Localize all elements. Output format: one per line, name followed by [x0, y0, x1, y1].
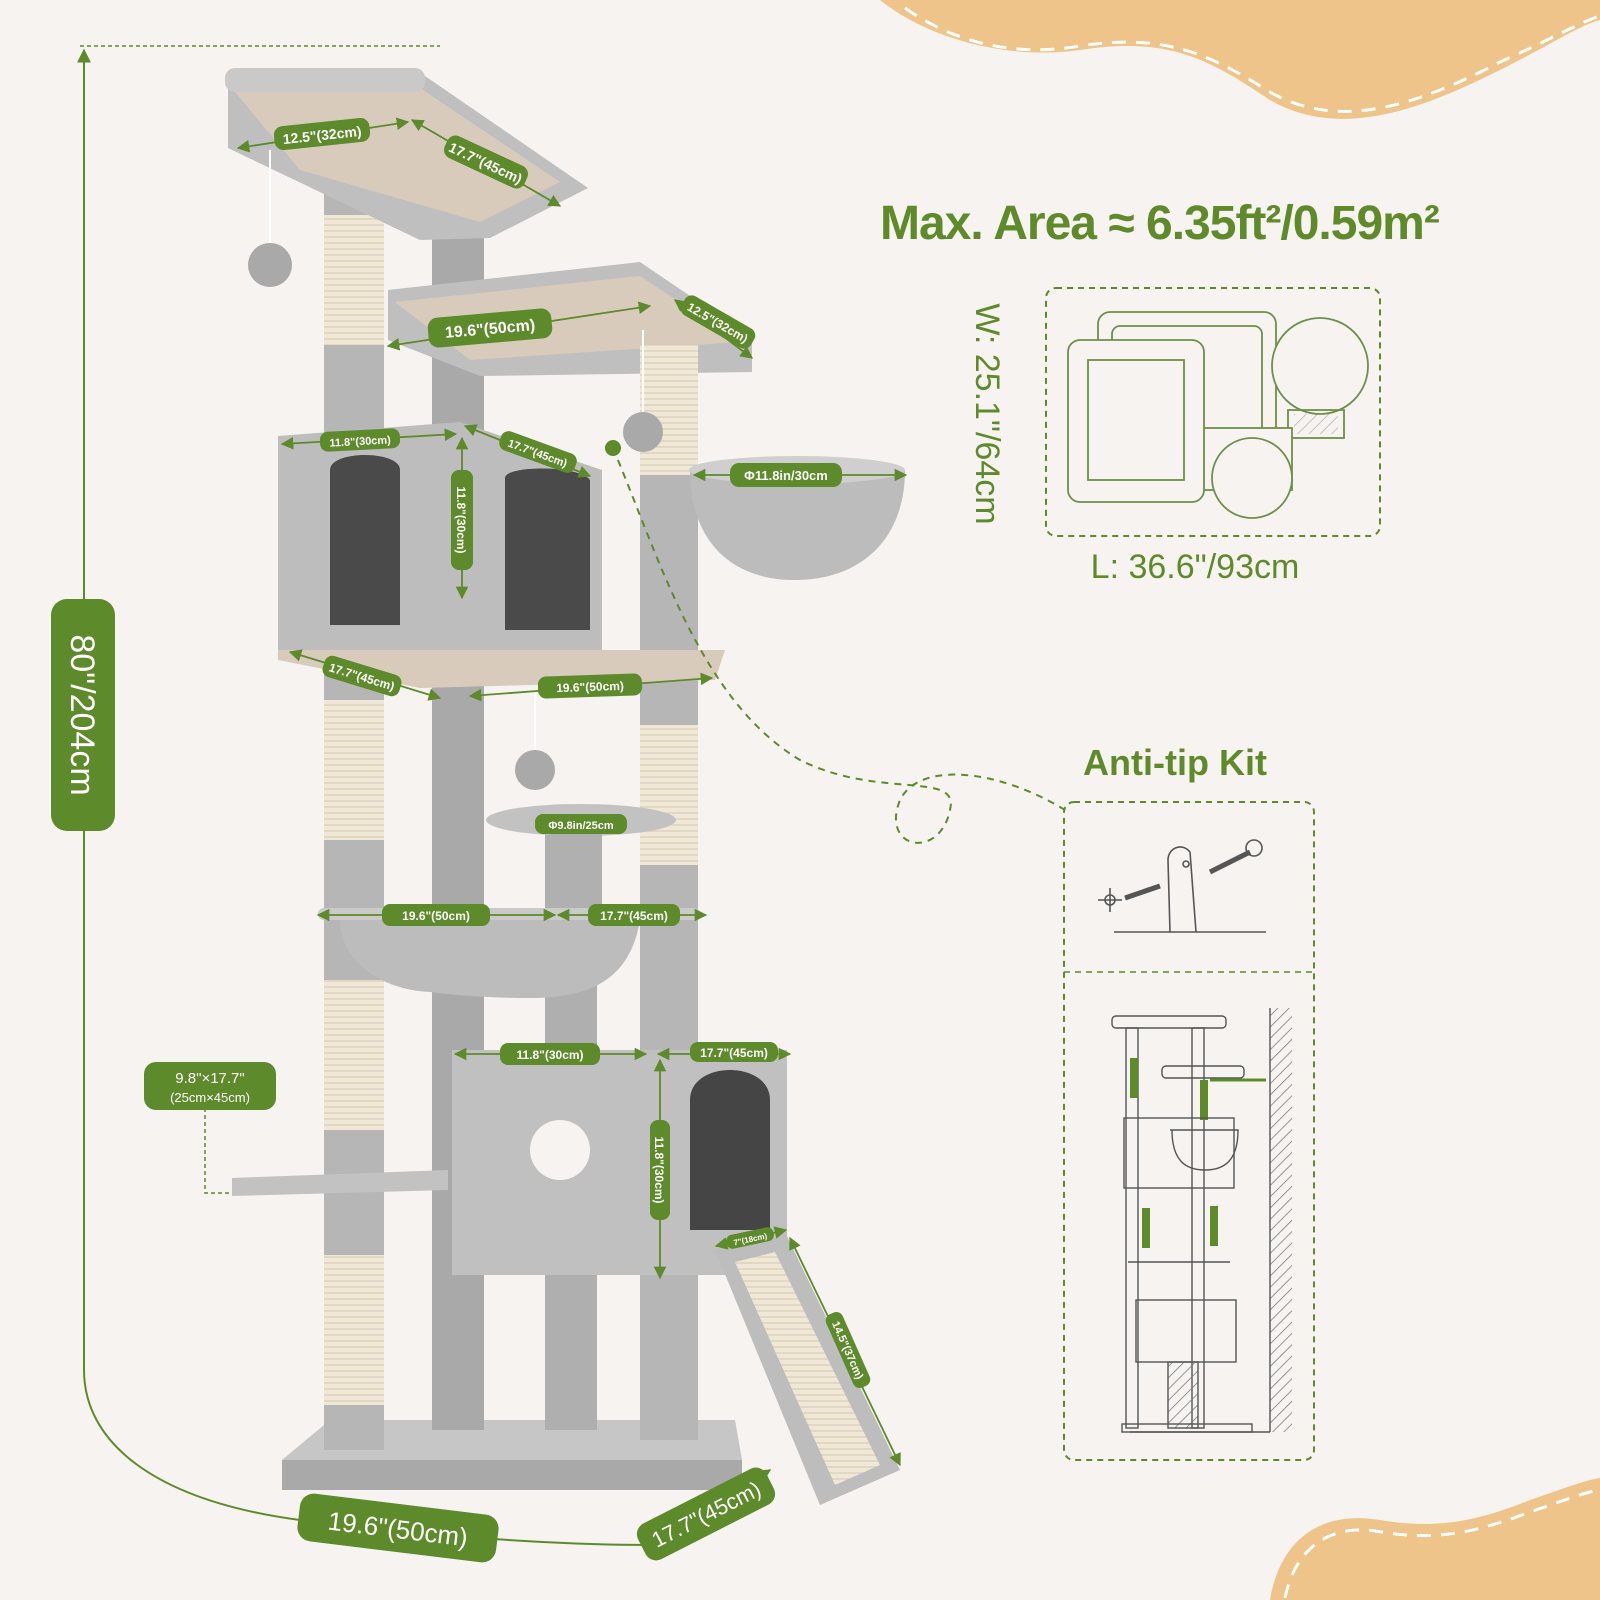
- hammock-depth-label: 17.7"(45cm): [600, 909, 668, 923]
- floor-plan-width-label: W: 25.1"/64cm: [968, 303, 1006, 525]
- floor-plan-length-label: L: 36.6"/93cm: [1090, 548, 1300, 586]
- side-step-label-line1: 9.8"×17.7": [175, 1070, 244, 1087]
- floor-plan-box: [1045, 287, 1381, 537]
- upper-basket-pill: Φ11.8in/30cm: [730, 463, 842, 487]
- base-width-pill: 19.6"(50cm): [297, 1493, 499, 1563]
- hammock-width-label: 19.6"(50cm): [402, 909, 470, 923]
- middle-platform-width-pill: 19.6"(50cm): [537, 673, 643, 699]
- upper-condo-height-label: 11.8"(30cm): [454, 486, 468, 553]
- anti-tip-hardware-drawing: [1098, 839, 1266, 933]
- side-step-label-line2: (25cm×45cm): [170, 1090, 250, 1105]
- anti-tip-installed-drawing: [1111, 1008, 1292, 1433]
- lower-condo-height-label: 11.8"(30cm): [652, 1136, 666, 1203]
- second-perch-width-pill: 19.6"(50cm): [427, 308, 553, 348]
- lower-condo-width-pill: 11.8"(30cm): [500, 1043, 600, 1065]
- max-area-title: Max. Area ≈ 6.35ft²/0.59m²: [880, 197, 1440, 250]
- lower-condo-height-pill: 11.8"(30cm): [650, 1120, 670, 1220]
- cat-tree: [225, 68, 905, 1505]
- lower-condo-depth-label: 17.7"(45cm): [700, 1046, 768, 1060]
- side-step-pill: 9.8"×17.7" (25cm×45cm): [144, 1062, 276, 1110]
- height-label: 80"/204cm: [63, 634, 101, 795]
- hammock-width-pill: 19.6"(50cm): [382, 904, 490, 926]
- floor-plan-drawing: [1067, 311, 1369, 519]
- upper-condo-height-pill: 11.8"(30cm): [451, 470, 473, 570]
- top-perch-width-pill: 12.5"(32cm): [273, 117, 371, 151]
- upper-basket-label: Φ11.8in/30cm: [744, 468, 828, 483]
- anti-tip-title: Anti-tip Kit: [1083, 742, 1267, 783]
- top-right-wave: [880, 0, 1600, 119]
- middle-platform-width-label: 19.6"(50cm): [556, 679, 624, 695]
- anti-tip-callout-line: [612, 447, 1066, 844]
- small-perch-label: Φ9.8in/25cm: [548, 820, 614, 832]
- upper-condo-width-pill: 11.8"(30cm): [319, 428, 401, 452]
- bottom-right-wave: [1270, 1478, 1600, 1600]
- upper-condo-width-label: 11.8"(30cm): [329, 434, 391, 449]
- height-pill: 80"/204cm: [51, 599, 115, 831]
- anti-tip-box: [1063, 801, 1315, 1461]
- lower-condo-width-label: 11.8"(30cm): [516, 1048, 583, 1062]
- small-perch-pill: Φ9.8in/25cm: [535, 814, 627, 834]
- hammock-depth-pill: 17.7"(45cm): [588, 904, 680, 926]
- lower-condo-depth-pill: 17.7"(45cm): [690, 1042, 778, 1062]
